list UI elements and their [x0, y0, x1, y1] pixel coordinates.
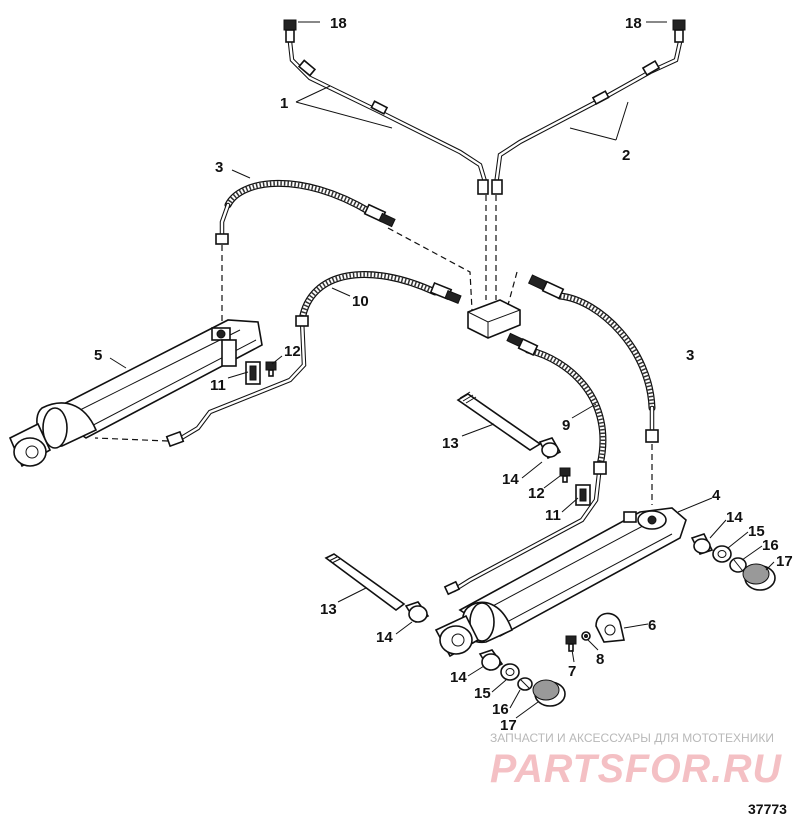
cylinder-5	[8, 319, 263, 468]
screw-12-right	[559, 467, 571, 483]
callout-15: 15	[748, 523, 765, 540]
clamp-11-left	[245, 361, 261, 385]
callout-11: 11	[210, 377, 226, 394]
callout-14: 14	[726, 509, 743, 526]
callout-12: 12	[528, 485, 545, 502]
clip-6	[595, 612, 625, 643]
callout-6: 6	[648, 617, 656, 634]
callout-14: 14	[450, 669, 467, 686]
cap-17-right	[742, 563, 776, 591]
callout-9: 9	[562, 417, 570, 434]
callout-18: 18	[625, 15, 642, 32]
connection-line	[507, 271, 518, 306]
washer-15-right	[712, 545, 732, 563]
connection-line	[94, 437, 169, 442]
cylinder-4	[434, 507, 687, 658]
callout-12: 12	[284, 343, 301, 360]
pivot-pin-13-upper	[456, 391, 542, 451]
callout-16: 16	[492, 701, 509, 718]
watermark-logo: PARTSFOR.RU	[490, 747, 782, 791]
washer-15-bottom	[500, 663, 520, 681]
callout-11: 11	[545, 507, 561, 524]
rigid-line-2	[491, 39, 683, 195]
screw-7	[565, 635, 577, 652]
callout-3: 3	[215, 159, 223, 176]
hose-3-right	[527, 274, 659, 443]
callout-15: 15	[474, 685, 491, 702]
manifold-block	[467, 299, 521, 339]
callout-7: 7	[568, 663, 576, 680]
callout-14: 14	[376, 629, 393, 646]
callout-13: 13	[320, 601, 337, 618]
clamp-11-right	[575, 484, 591, 506]
bleeder-fitting-18-left	[283, 19, 297, 43]
callout-4: 4	[712, 487, 721, 504]
bushing-14-right	[690, 533, 714, 555]
bushing-14-upper	[538, 437, 562, 460]
hose-9	[443, 332, 607, 596]
washer-8	[581, 631, 591, 641]
callout-14: 14	[502, 471, 519, 488]
callout-3: 3	[686, 347, 694, 364]
hose-10	[165, 271, 462, 448]
callout-1: 1	[280, 95, 288, 112]
watermark-tagline: ЗАПЧАСТИ И АКСЕССУАРЫ ДЛЯ МОТОТЕХНИКИ	[490, 731, 774, 745]
callout-17: 17	[500, 717, 517, 734]
callout-2: 2	[622, 147, 630, 164]
watermark: ЗАПЧАСТИ И АКСЕССУАРЫ ДЛЯ МОТОТЕХНИКИ PA…	[490, 731, 782, 791]
pivot-pin-13-lower	[324, 553, 406, 611]
rigid-line-1	[287, 39, 489, 195]
callout-18: 18	[330, 15, 347, 32]
callout-13: 13	[442, 435, 459, 452]
retainer-16-bottom	[517, 677, 533, 691]
cap-17-bottom	[532, 679, 566, 707]
diagram-code: 37773	[748, 801, 787, 817]
callout-labels: 18 18 1 2 3 3 10 5 12 11 9 13 14 12 11 4…	[94, 15, 793, 734]
callout-10: 10	[352, 293, 369, 310]
connection-line	[387, 227, 473, 311]
leader-lines	[109, 21, 775, 719]
callout-16: 16	[762, 537, 779, 554]
callout-8: 8	[596, 651, 604, 668]
screw-12-left	[265, 361, 277, 377]
bushing-14-lower	[404, 601, 430, 624]
bleeder-fitting-18-right	[672, 19, 686, 43]
retainer-16-right	[729, 557, 747, 573]
hose-3-left	[215, 179, 396, 245]
bushing-14-bottom	[478, 649, 504, 672]
callout-5: 5	[94, 347, 102, 364]
callout-17: 17	[776, 553, 793, 570]
